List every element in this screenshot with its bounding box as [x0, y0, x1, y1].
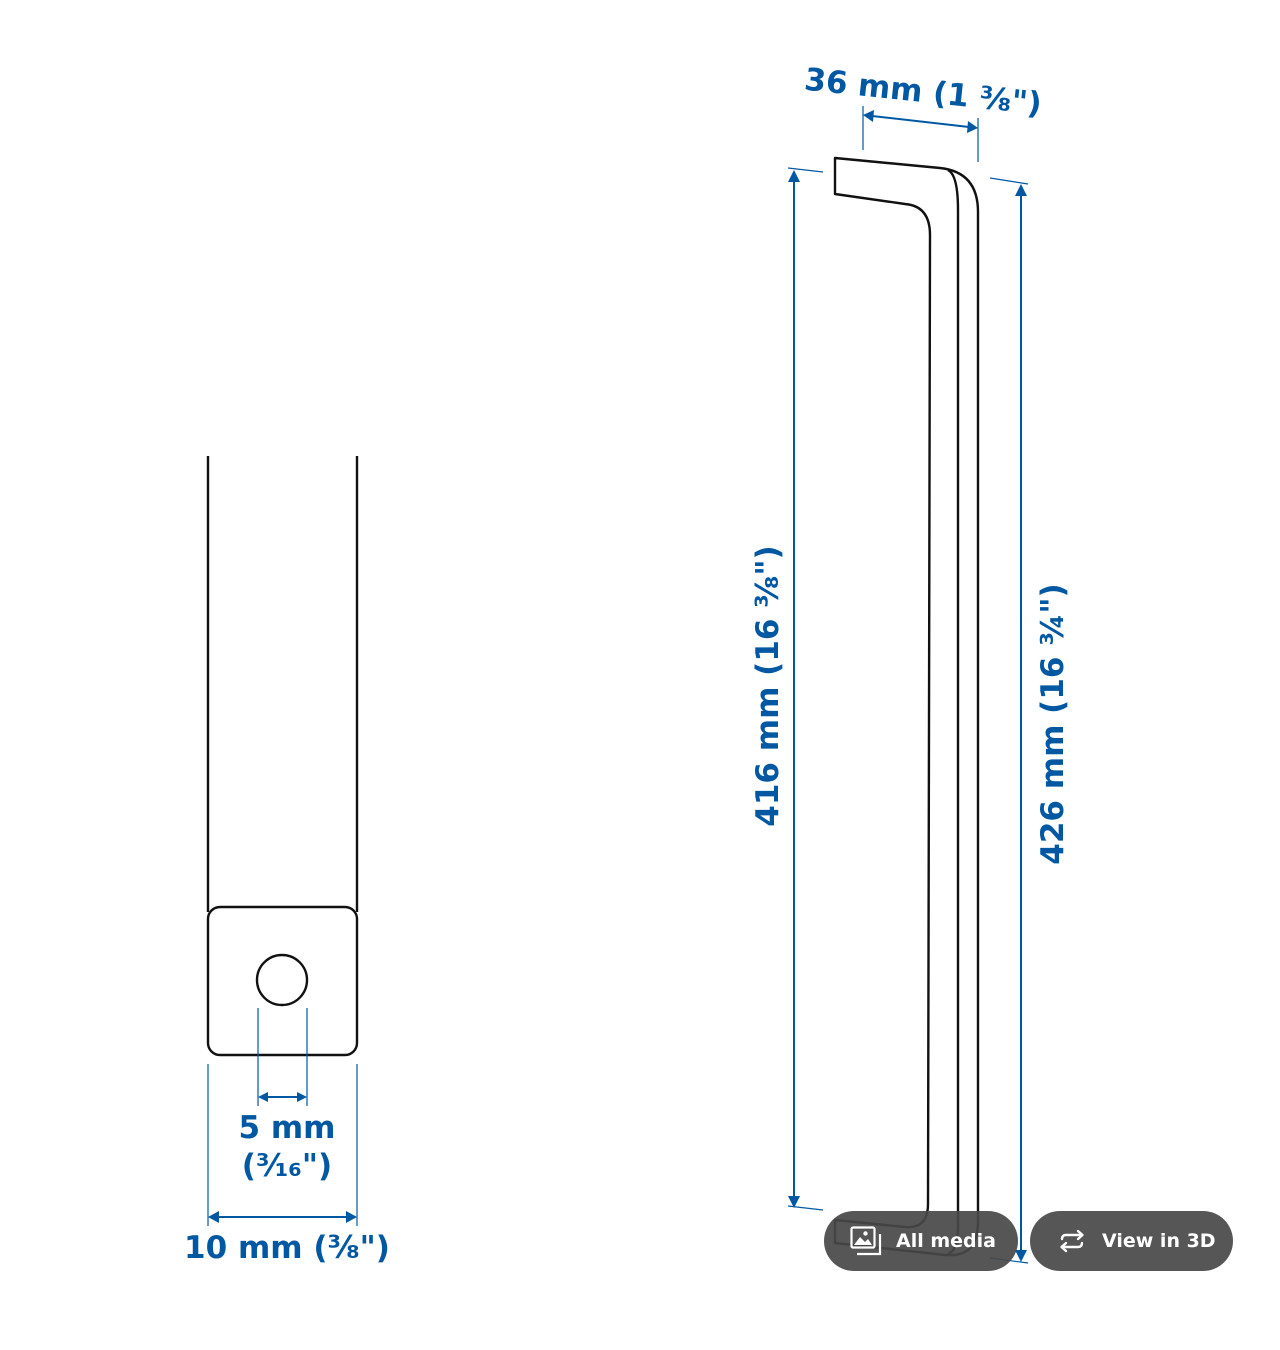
arrow-left: [258, 1092, 268, 1102]
cc-ext-top: [787, 167, 824, 173]
screw-hole: [255, 953, 309, 1007]
depth-dimension: 36 mm (1 ⅜"): [803, 62, 1044, 123]
image-gallery-icon: [850, 1226, 882, 1256]
arrow-up: [1015, 184, 1027, 196]
rotate-3d-icon: [1056, 1226, 1088, 1256]
total-length-dimension: 426 mm (16 ¾"): [1035, 583, 1071, 864]
cc-ext-bottom: [787, 1205, 824, 1211]
view-in-3d-button[interactable]: View in 3D: [1030, 1211, 1233, 1271]
arrow-left: [208, 1211, 219, 1223]
center-to-center-dimension: 416 mm (16 ⅜"): [750, 545, 786, 826]
bar-width-dimension: 10 mm (⅜"): [184, 1230, 390, 1266]
all-media-button[interactable]: All media: [824, 1211, 1018, 1271]
hole-diameter-inch: (³⁄₁₆"): [242, 1148, 332, 1184]
arrow-right: [346, 1211, 357, 1223]
total-ext-top: [989, 177, 1029, 185]
end-view: 5 mm (³⁄₁₆") 10 mm (⅜"): [184, 456, 390, 1266]
arrow-down: [1015, 1250, 1027, 1262]
all-media-label: All media: [896, 1230, 996, 1252]
arrow-right: [967, 121, 978, 133]
arrow-down: [788, 1196, 800, 1208]
arrow-left: [863, 110, 874, 122]
depth-dim-line: [871, 115, 970, 128]
hole-diameter-mm: 5 mm: [239, 1110, 336, 1146]
arrow-up: [788, 170, 800, 182]
handle-body: [833, 156, 980, 1257]
view-in-3d-label: View in 3D: [1102, 1230, 1216, 1252]
side-view: 36 mm (1 ⅜") 416 mm (16 ⅜") 426 mm (16 ¾…: [750, 62, 1071, 1264]
arrow-right: [297, 1092, 307, 1102]
